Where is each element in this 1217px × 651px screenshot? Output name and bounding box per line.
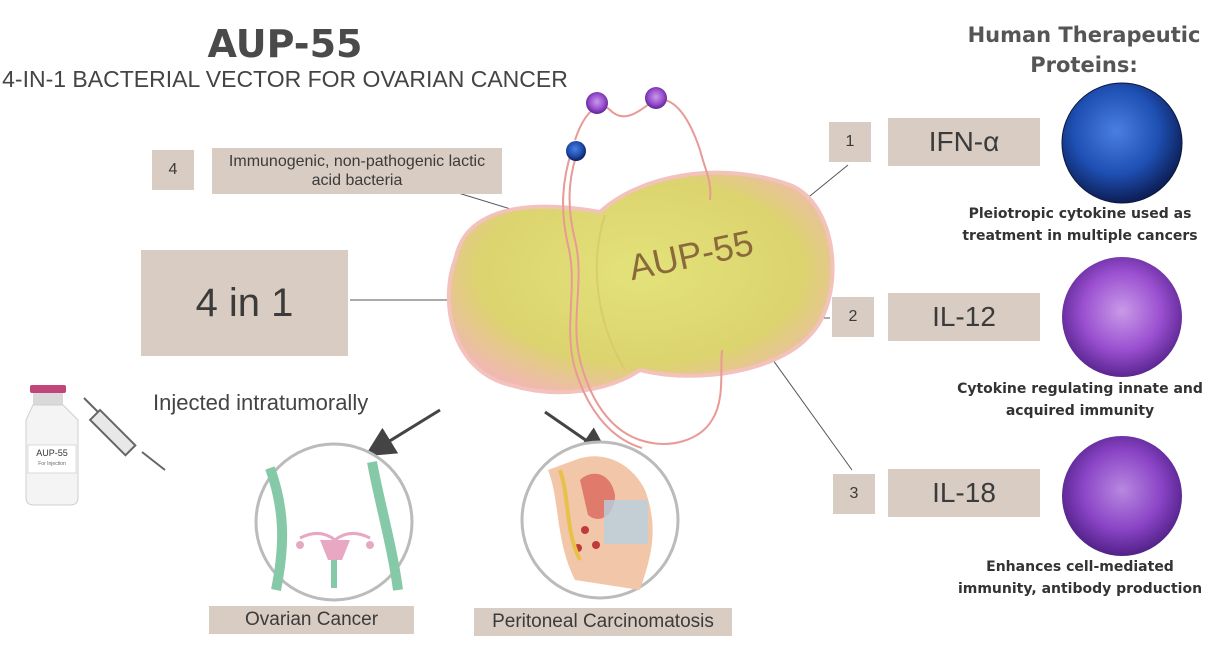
il18-sphere (1062, 436, 1182, 556)
protein3-name-box: IL-18 (888, 469, 1040, 517)
protein2-caption: Cytokine regulating innate and acquired … (957, 381, 1203, 419)
protein3-number-box: 3 (833, 474, 875, 514)
vial-icon (25, 385, 79, 506)
vial-label: AUP-55 (36, 448, 68, 458)
four-in-one-box: 4 in 1 (141, 250, 348, 356)
bacterium (446, 170, 835, 395)
arrow-to-ovarian (364, 408, 441, 457)
peritoneal-label: Peritoneal Carcinomatosis (474, 608, 732, 636)
protein2-number-box: 2 (832, 297, 874, 337)
page-title: AUP-55 (207, 22, 363, 66)
peritoneal-illustration (520, 440, 680, 600)
il12-sphere (1062, 257, 1182, 377)
ovarian-illustration (254, 442, 414, 602)
protein2-name-box: IL-12 (888, 293, 1040, 341)
dna-bead-purple-2 (645, 87, 667, 109)
syringe-icon (83, 397, 166, 471)
dna-bead-purple-1 (586, 92, 608, 114)
protein3-caption: Enhances cell-mediated immunity, antibod… (957, 559, 1203, 597)
vial-sublabel: For Injection (38, 461, 66, 467)
protein1-number-box: 1 (829, 122, 871, 162)
connector-ifn (804, 164, 849, 201)
connector-il18 (759, 341, 853, 471)
proteins-heading: Human Therapeutic Proteins: (967, 23, 1201, 77)
dna-bead-blue (566, 141, 586, 161)
protein1-name-box: IFN-α (888, 118, 1040, 166)
protein1-caption: Pleiotropic cytokine used as treatment i… (962, 206, 1198, 244)
page-subtitle: 4-IN-1 BACTERIAL VECTOR FOR OVARIAN CANC… (2, 66, 568, 92)
ovarian-cancer-label: Ovarian Cancer (209, 606, 414, 634)
injection-text: Injected intratumorally (153, 390, 369, 415)
ifn-alpha-sphere (1061, 82, 1183, 204)
item4-number-box: 4 (152, 150, 194, 190)
item4-description-box: Immunogenic, non-pathogenic lactic acid … (212, 148, 502, 194)
